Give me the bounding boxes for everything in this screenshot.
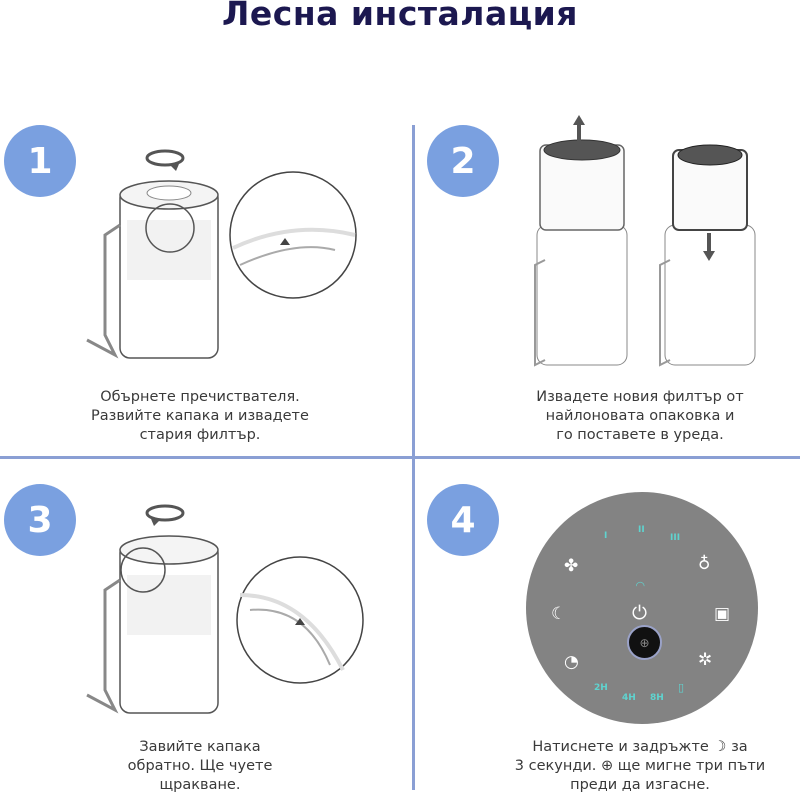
- filter-in-bag: [534, 115, 628, 367]
- filter-reset-button[interactable]: ⊕: [627, 625, 662, 660]
- filter-reset-icon: ⊕: [639, 635, 650, 650]
- page-title: Лесна инсталация: [222, 0, 578, 33]
- horizontal-divider: [0, 456, 800, 459]
- timer-label-8h: 8H: [650, 693, 664, 703]
- speed-label-2: II: [638, 525, 645, 535]
- lock-icon[interactable]: ▣: [714, 604, 731, 624]
- timer-label-2h: 2H: [594, 683, 608, 693]
- sleep-icon[interactable]: ☾: [551, 604, 567, 624]
- bulb-icon[interactable]: ♁: [698, 554, 711, 574]
- step-1-illustration: [86, 149, 357, 359]
- step-2-illustration: [534, 115, 756, 367]
- caption-line: обратно. Ще чуете: [127, 758, 273, 774]
- power-icon[interactable]: ⏻: [632, 602, 648, 624]
- caption-line: Извадете новия филтър от: [536, 389, 744, 405]
- step-3-illustration: [86, 504, 364, 714]
- caption-line: щракване.: [159, 777, 241, 793]
- step-3-badge: 3: [4, 484, 76, 556]
- caption-line: преди да изгасне.: [570, 777, 710, 793]
- rotate-counterclockwise-icon: [145, 504, 185, 526]
- step-2-badge: 2: [427, 125, 499, 197]
- timer-label-4h: 4H: [622, 693, 636, 703]
- caption-line: го поставете в уреда.: [556, 427, 724, 443]
- speed-label-1: I: [604, 531, 608, 541]
- display-off-icon[interactable]: ✲: [698, 650, 713, 670]
- step-2-caption: Извадете новия филтър от найлоновата опа…: [490, 388, 790, 445]
- caption-line: Развийте капака и извадете: [91, 408, 309, 424]
- wifi-icon: ◠: [636, 579, 645, 592]
- rotate-clockwise-icon: [145, 149, 185, 171]
- step-3-caption: Завийте капака обратно. Ще чуете щракван…: [50, 738, 350, 795]
- caption-line: стария филтър.: [139, 427, 261, 443]
- step-1-caption: Обърнете пречиствателя. Развийте капака …: [50, 388, 350, 445]
- control-panel: I II III ✤ ♁ ◠ ☾ ⏻ ▣ ⊕ ◔ ✲ 2H 4H 8H ▯: [526, 492, 758, 724]
- step-1-badge: 1: [4, 125, 76, 197]
- fan-icon[interactable]: ✤: [564, 556, 579, 576]
- caption-line: Завийте капака: [139, 739, 261, 755]
- filter-inserted: [659, 144, 756, 367]
- timer-icon[interactable]: ◔: [564, 652, 579, 672]
- step-4-badge: 4: [427, 484, 499, 556]
- filter-indicator-icon: ▯: [678, 681, 685, 694]
- caption-line: 3 секунди. ⊕ ще мигне три пъти: [514, 758, 766, 774]
- speed-label-3: III: [670, 533, 681, 543]
- caption-line: Обърнете пречиствателя.: [100, 389, 300, 405]
- caption-line: найлоновата опаковка и: [545, 408, 735, 424]
- caption-line: Натиснете и задръжте ☽ за: [532, 739, 748, 755]
- step-4-caption: Натиснете и задръжте ☽ за 3 секунди. ⊕ щ…: [490, 738, 790, 795]
